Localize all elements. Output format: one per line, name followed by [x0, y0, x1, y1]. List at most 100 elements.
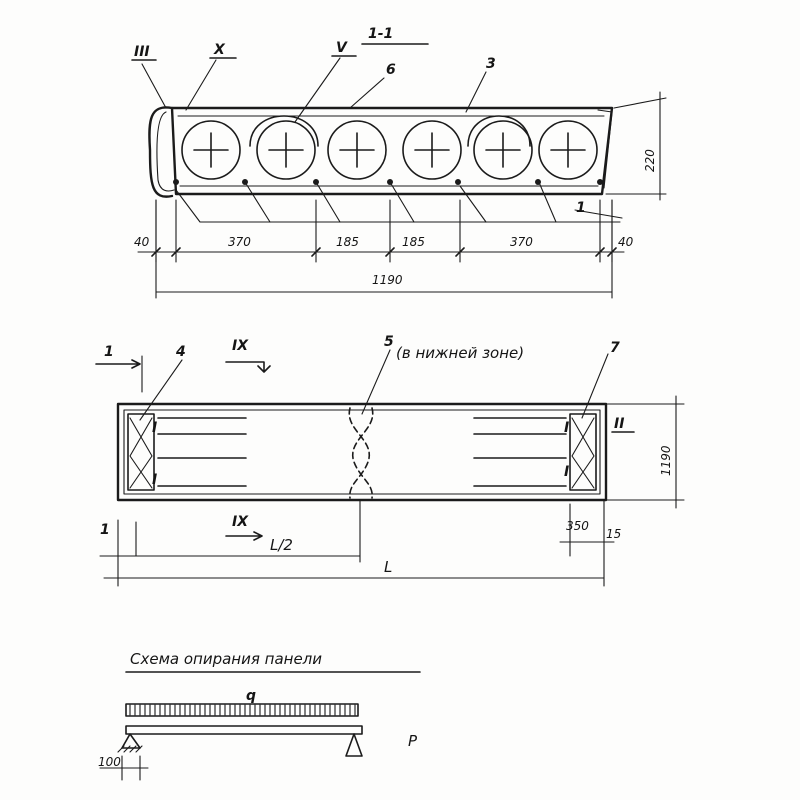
leader-1-c [389, 181, 415, 223]
leader-3 [465, 71, 487, 113]
longitudinal-bars-left [157, 417, 247, 487]
leader-1 [574, 209, 623, 219]
position-5-note: (в нижней зоне) [396, 344, 524, 362]
rebar-dot-5 [455, 179, 461, 185]
cut-label-top: 1 [104, 344, 114, 360]
end-cage-left [127, 413, 155, 491]
mid-mesh-right [351, 407, 374, 499]
dim-370-right: 370 [510, 235, 533, 249]
cut-label-bottom: 1 [100, 522, 110, 538]
position-7-label: 7 [610, 340, 620, 356]
leader-X [185, 59, 217, 111]
hollow-core-circle [402, 120, 462, 180]
end-dim-350: 350 [566, 519, 589, 533]
dim-tick-5 [455, 247, 465, 257]
right-end-edge [597, 109, 613, 189]
hollow-core-circle [327, 120, 387, 180]
end-cage-left-cross [129, 417, 153, 489]
hollow-core-3 [327, 120, 387, 180]
left-support-hatch [117, 745, 143, 753]
cut-arrow-top [95, 359, 141, 369]
dim-tick-4 [385, 247, 395, 257]
dim-chain-ticks [151, 199, 617, 263]
hollow-core-circle [473, 120, 533, 180]
pin-I-left-2: I [152, 472, 157, 488]
left-end-loop-inner [156, 111, 175, 192]
end-cage-right-cross [571, 417, 595, 489]
hollow-core-4 [402, 120, 462, 180]
hollow-core-circle [256, 120, 316, 180]
position-7-leader [581, 353, 609, 419]
panel-plan-inner [123, 409, 601, 495]
leader-1-d [459, 185, 487, 223]
end-dim-15: 15 [606, 527, 621, 541]
longitudinal-bars-right [473, 417, 567, 487]
position-4-label: 4 [175, 344, 186, 360]
label-6: 6 [386, 62, 396, 78]
mid-mesh-left [348, 407, 371, 499]
half-length-label: L/2 [270, 536, 293, 554]
leader-1-base [175, 189, 621, 223]
hoop-over-void-5 [467, 115, 531, 147]
roman-IX-bottom: IX [232, 514, 249, 530]
pin-I-right-2: I [564, 464, 569, 480]
dim-40-right: 40 [618, 235, 634, 249]
dim-tick-3 [311, 247, 321, 257]
dim-185-left: 185 [336, 235, 359, 249]
left-end-loop [148, 106, 174, 198]
hollow-core-circle [181, 120, 241, 180]
dim-tick-2 [171, 247, 181, 257]
total-width-value: 1190 [372, 273, 403, 287]
roman-IX-top: IX [232, 338, 249, 354]
panel-beam [125, 725, 363, 735]
hollow-core-circle [538, 120, 598, 180]
position-5-leader [361, 349, 391, 415]
support-dim-value: 100 [98, 755, 121, 769]
load-label: q [246, 688, 256, 704]
position-4-leader [139, 359, 183, 421]
panel-section-outline [170, 106, 614, 196]
end-cage-right [569, 413, 597, 491]
label-1: 1 [576, 200, 586, 216]
leader-V [294, 57, 341, 123]
left-pin-support [121, 733, 141, 749]
panel-plan-outline [116, 402, 608, 502]
distributed-load-band [125, 703, 359, 717]
section-title: 1-1 [368, 26, 393, 42]
dim-370-left: 370 [228, 235, 251, 249]
side-label: P [408, 732, 418, 750]
pin-I-left-1: I [152, 420, 157, 436]
length-label: L [384, 558, 392, 576]
leader-1-e [537, 179, 557, 223]
leader-1-a [244, 181, 271, 223]
roman-IX-top-arrow [225, 361, 271, 373]
dim-tick-6 [595, 247, 605, 257]
height-dim-value: 220 [643, 149, 657, 172]
roman-II-label: II [614, 416, 624, 432]
label-III: III [134, 44, 150, 60]
leader-1-b [315, 181, 341, 223]
support-scheme: Схема опирания панели q 100 P [98, 650, 421, 781]
height-ext-top [613, 97, 667, 109]
hoop-over-void-2 [249, 115, 319, 147]
cross-section-1-1: 1-1 III X V 6 [131, 26, 667, 299]
label-3: 3 [486, 56, 496, 72]
hollow-core-2 [256, 120, 316, 180]
hollow-cores [181, 120, 598, 180]
dim-40-left: 40 [134, 235, 150, 249]
width-dim-value: 1190 [659, 445, 673, 476]
rebar-dot-1 [173, 179, 179, 185]
roman-IX-bottom-arrow [225, 531, 263, 541]
position-5-label: 5 [384, 334, 394, 350]
pin-I-right-1: I [564, 420, 569, 436]
panel-plan-view: 1 4 IX 5 (в нижней зоне) 7 II I I I I 11… [95, 334, 685, 587]
hollow-core-6 [538, 120, 598, 180]
leader-III [141, 63, 167, 109]
leader-6 [349, 77, 385, 109]
dim-185-right: 185 [402, 235, 425, 249]
label-X: X [213, 42, 226, 58]
hollow-core-1 [181, 120, 241, 180]
rebar-dot-7 [597, 179, 603, 185]
